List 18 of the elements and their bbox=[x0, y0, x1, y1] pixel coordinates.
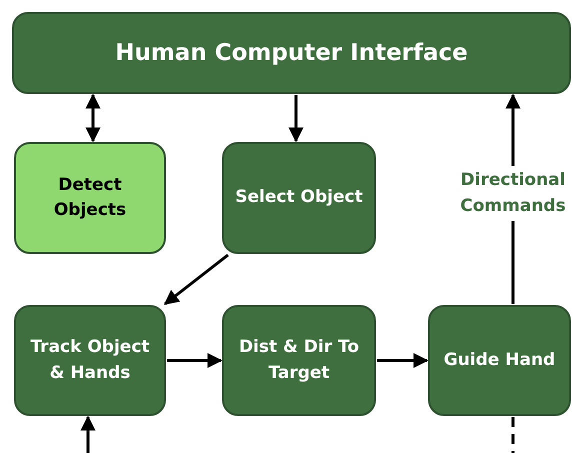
process-box bbox=[14, 142, 166, 254]
box-label: Select Object bbox=[235, 186, 363, 210]
box-label: Dist & Dir To Target bbox=[238, 336, 360, 384]
box-label: Guide Hand bbox=[444, 348, 556, 372]
box-label: Detect Objects bbox=[52, 174, 128, 222]
process-box bbox=[222, 305, 376, 416]
process-box bbox=[428, 305, 571, 416]
box-label: Human Computer Interface bbox=[115, 38, 468, 68]
process-box bbox=[14, 305, 166, 416]
box-label: Track Object & Hands bbox=[29, 336, 151, 384]
arrow bbox=[167, 353, 222, 368]
process-box bbox=[12, 12, 571, 94]
arrow bbox=[288, 95, 304, 142]
arrow bbox=[164, 254, 229, 306]
arrow bbox=[80, 416, 96, 453]
arrow bbox=[377, 353, 428, 368]
arrow bbox=[86, 94, 100, 142]
process-box bbox=[222, 142, 376, 254]
